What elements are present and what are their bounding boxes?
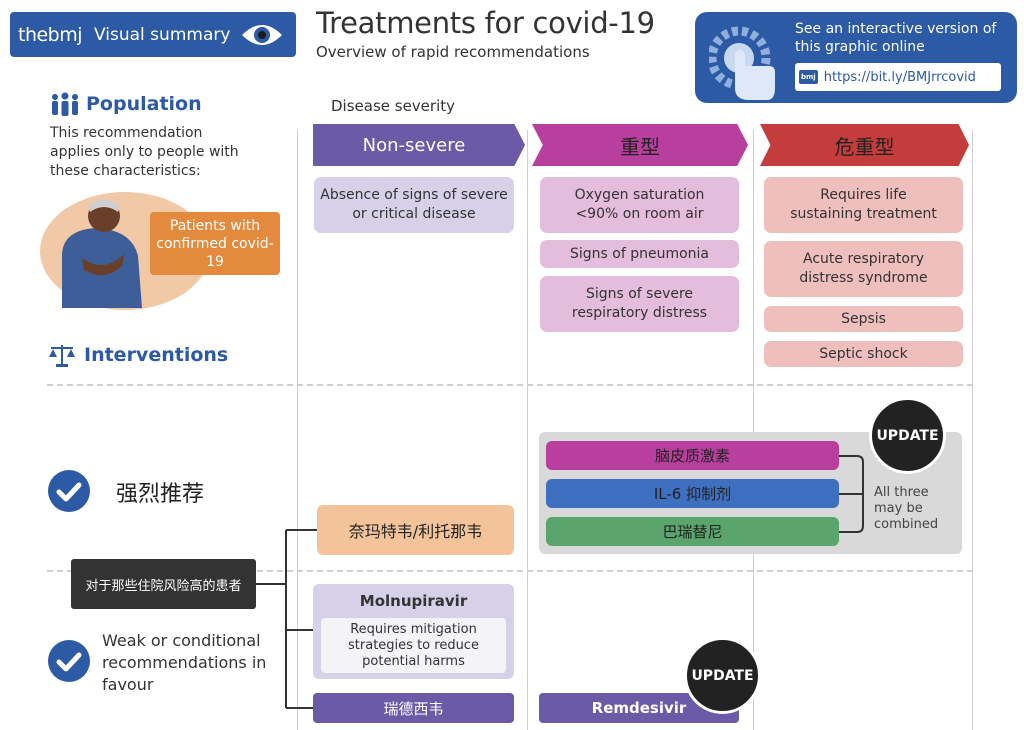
page-subtitle: Overview of rapid recommendations bbox=[316, 43, 590, 61]
drug-molnupiravir-card: Molnupiravir Requires mitigation strateg… bbox=[313, 584, 514, 679]
critical-characteristic: Acute respiratory distress syndrome bbox=[764, 241, 963, 297]
severity-severe: 重型 bbox=[532, 124, 748, 166]
strong-check-icon bbox=[48, 470, 90, 512]
grid-divider bbox=[527, 130, 528, 730]
page-title: Treatments for covid-19 bbox=[316, 6, 655, 40]
update-badge: UPDATE bbox=[869, 397, 946, 474]
patient-illustration bbox=[62, 199, 142, 308]
critical-characteristic: Sepsis bbox=[764, 306, 963, 332]
severity-non-severe: Non-severe bbox=[313, 124, 525, 166]
weak-check-icon bbox=[48, 640, 90, 682]
weak-recommendation-label: Weak or conditional recommendations in f… bbox=[102, 631, 267, 694]
people-icon bbox=[52, 92, 78, 116]
bmj-logo: thebmj bbox=[18, 23, 83, 46]
high-risk-connector bbox=[256, 529, 317, 709]
population-description: This recommendation applies only to peop… bbox=[50, 125, 239, 179]
online-version-banner[interactable]: See an interactive version of this graph… bbox=[695, 12, 1017, 103]
eye-icon bbox=[242, 24, 283, 45]
touch-hand-icon bbox=[709, 26, 775, 100]
brand-tagline: Visual summary bbox=[94, 24, 231, 45]
interventions-title: Interventions bbox=[84, 344, 229, 366]
population-title: Population bbox=[86, 93, 202, 115]
bmj-brand-bar: thebmj Visual summary bbox=[10, 12, 296, 57]
strong-recommendation-label: 强烈推荐 bbox=[116, 482, 205, 507]
drug-molnupiravir: Molnupiravir bbox=[359, 592, 468, 610]
severe-characteristic: Signs of severe respiratory distress bbox=[540, 276, 739, 332]
drug-baricitinib: 巴瑞替尼 bbox=[546, 517, 839, 546]
critical-characteristic: Septic shock bbox=[764, 341, 963, 367]
section-divider bbox=[47, 384, 973, 386]
grid-divider bbox=[972, 130, 973, 730]
population-heading: Population bbox=[50, 92, 202, 116]
combined-note: All three may be combined bbox=[874, 485, 939, 532]
molnupiravir-note: Requires mitigation strategies to reduce… bbox=[321, 618, 506, 673]
drug-corticosteroids: 脑皮质激素 bbox=[546, 441, 839, 470]
high-risk-patients-label: 对于那些住院风险高的患者 bbox=[71, 559, 256, 609]
update-badge: UPDATE bbox=[684, 637, 761, 714]
url-text[interactable]: https://bit.ly/BMJrrcovid bbox=[823, 69, 976, 85]
non-severe-characteristic: Absence of signs of severe or critical d… bbox=[314, 177, 514, 233]
bmj-badge: bmj bbox=[799, 70, 818, 84]
grid-divider bbox=[753, 130, 754, 730]
scales-icon bbox=[49, 345, 75, 367]
section-divider bbox=[47, 570, 973, 572]
grid-divider bbox=[297, 130, 298, 730]
severe-characteristic: Oxygen saturation <90% on room air bbox=[540, 177, 739, 233]
drug-nirmatrelvir-ritonavir: 奈玛特韦/利托那韦 bbox=[317, 505, 514, 555]
severe-characteristic: Signs of pneumonia bbox=[540, 240, 739, 268]
patient-label-box: Patients with confirmed covid-19 bbox=[150, 212, 280, 275]
drug-remdesivir-non-severe: 瑞德西韦 bbox=[313, 693, 514, 723]
online-url-link[interactable]: bmj https://bit.ly/BMJrrcovid bbox=[795, 63, 1001, 91]
combination-bracket bbox=[839, 455, 864, 533]
interventions-heading: Interventions bbox=[48, 343, 228, 367]
critical-characteristic: Requires life sustaining treatment bbox=[764, 177, 963, 233]
severity-critical: 危重型 bbox=[760, 124, 969, 166]
drug-il6-inhibitors: IL-6 抑制剂 bbox=[546, 479, 839, 508]
disease-severity-label: Disease severity bbox=[331, 97, 456, 115]
online-version-text: See an interactive version of this graph… bbox=[795, 21, 997, 55]
